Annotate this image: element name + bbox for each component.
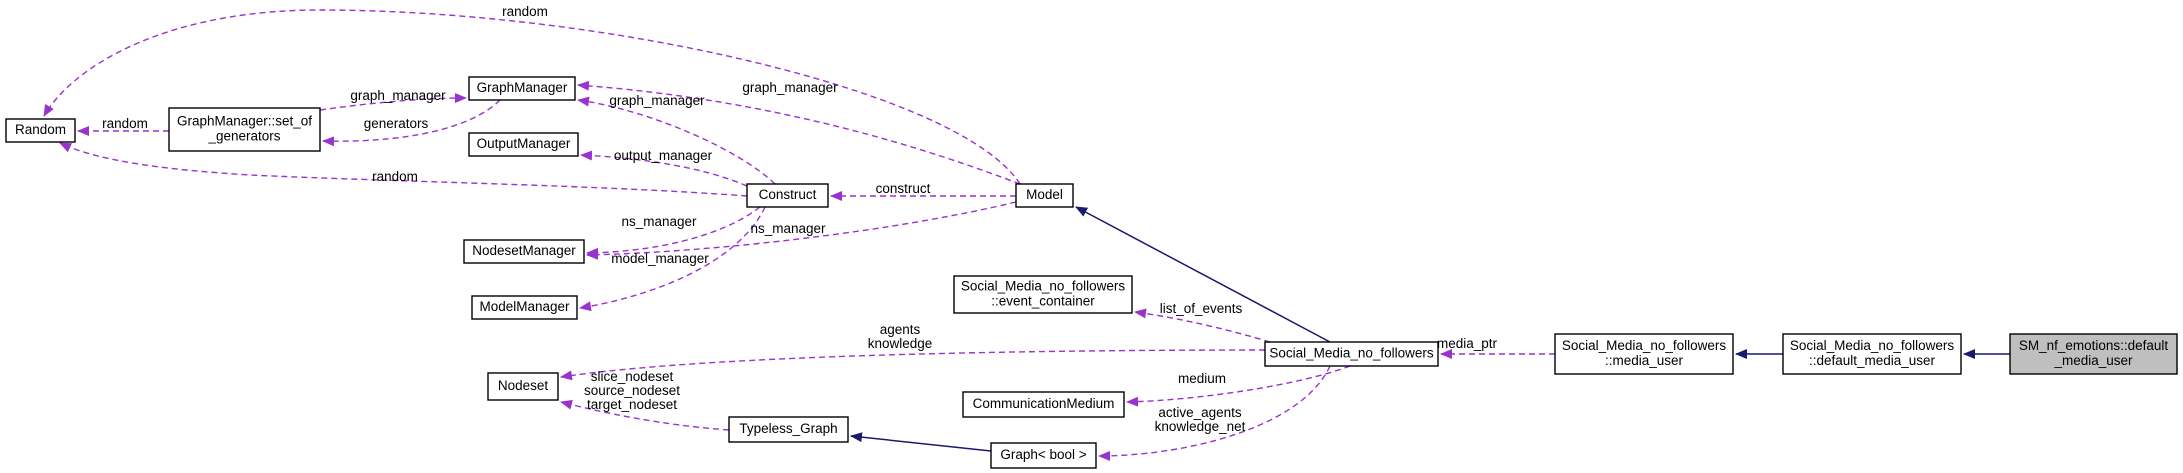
edge-smnf-nodeset (560, 349, 1266, 381)
node-random[interactable]: Random (5, 118, 76, 143)
edge-model-random (43, 9, 1021, 185)
edge-construct-gm (577, 96, 776, 185)
node-label: Random (15, 122, 66, 137)
node-nodeset-manager[interactable]: NodesetManager (463, 239, 585, 264)
node-box (463, 239, 585, 264)
node-label: NodesetManager (472, 243, 576, 258)
node-box (487, 372, 559, 401)
node-label: Construct (759, 187, 817, 202)
node-label: Social_Media_no_followers (1269, 346, 1434, 361)
node-box (962, 391, 1125, 418)
node-label: ::event_container (991, 294, 1095, 309)
node-typeless-graph[interactable]: Typeless_Graph (728, 416, 849, 443)
edge-label-construct-gm: graph_manager (609, 93, 705, 108)
node-label: Graph< bool > (1000, 447, 1086, 462)
node-label: _media_user (2053, 353, 2133, 368)
node-box (728, 416, 849, 443)
edge-label-gmset-gm-generators: generators (364, 116, 429, 131)
node-label: SM_nf_emotions::default (2019, 338, 2169, 353)
edge-construct-nsman (586, 206, 761, 258)
node-nodeset[interactable]: Nodeset (487, 372, 559, 401)
edge-construct-modelman (579, 206, 766, 312)
edge-graphbool-typeless (850, 432, 992, 452)
node-gm-set[interactable]: GraphManager::set_of_generators (168, 107, 321, 152)
edge-label-construct-nsman: ns_manager (621, 214, 697, 229)
edge-label-model-nsman: ns_manager (750, 221, 826, 236)
edge-label-construct-output: output_manager (614, 148, 713, 163)
node-label: CommunicationMedium (973, 396, 1115, 411)
node-label: Social_Media_no_followers (1562, 338, 1727, 353)
edge-label-construct-random: random (372, 169, 418, 184)
node-event-container[interactable]: Social_Media_no_followers::event_contain… (953, 275, 1133, 314)
edge-label-gm-gmset: graph_manager (350, 88, 446, 103)
node-model[interactable]: Model (1015, 183, 1074, 208)
edge-smnf-model (1075, 206, 1331, 343)
node-label: ::default_media_user (1809, 353, 1936, 368)
node-box (746, 183, 829, 208)
edge-typeless-nodeset (560, 399, 730, 431)
node-communication-medium[interactable]: CommunicationMedium (962, 391, 1125, 418)
node-box (468, 76, 576, 101)
node-box (471, 295, 578, 320)
edge-smnf-eventcontainer (1134, 308, 1271, 343)
node-box (5, 118, 76, 143)
edge-label-smnf-eventcontainer: list_of_events (1160, 301, 1243, 316)
node-box (1015, 183, 1074, 208)
edge-smnf-graphbool (1098, 365, 1331, 461)
edge-label-gmset-random: random (102, 116, 148, 131)
edge-smnf-commmedium (1126, 365, 1351, 407)
edge-gm-gmset (319, 93, 467, 111)
node-label: ::media_user (1605, 353, 1684, 368)
edge-label-smnf-commmedium: medium (1178, 371, 1226, 386)
node-box (168, 107, 321, 152)
node-label: GraphManager::set_of (177, 114, 312, 129)
node-smnf[interactable]: Social_Media_no_followers (1264, 341, 1439, 367)
node-label: Typeless_Graph (739, 421, 837, 436)
edge-model-nsman (586, 201, 1017, 260)
node-box (990, 442, 1097, 469)
node-label: Social_Media_no_followers (1790, 338, 1955, 353)
edge-model-gm (577, 80, 1021, 185)
node-box (468, 132, 579, 157)
node-graph-bool[interactable]: Graph< bool > (990, 442, 1097, 469)
node-label: OutputManager (477, 136, 571, 151)
edge-label-construct-modelman: model_manager (611, 251, 709, 266)
node-model-manager[interactable]: ModelManager (471, 295, 578, 320)
node-label: _generators (207, 129, 280, 144)
node-graph-manager[interactable]: GraphManager (468, 76, 576, 101)
node-box (1264, 341, 1439, 367)
edge-label-model-construct: construct (876, 181, 931, 196)
node-box (1554, 333, 1734, 375)
node-label: Nodeset (498, 378, 549, 393)
edge-label-model-gm: graph_manager (742, 80, 838, 95)
node-label: GraphManager (477, 80, 568, 95)
node-label: Social_Media_no_followers (961, 279, 1126, 294)
edge-label-model-random: random (502, 4, 548, 19)
node-construct[interactable]: Construct (746, 183, 829, 208)
node-sm-nf-emotions[interactable]: SM_nf_emotions::default_media_user (2009, 333, 2178, 375)
node-box (953, 275, 1133, 314)
edge-construct-random (59, 142, 748, 197)
node-default-media-user[interactable]: Social_Media_no_followers::default_media… (1782, 333, 1962, 375)
edge-construct-output (580, 150, 748, 187)
edge-label-mediauser-smnf: media_ptr (1437, 336, 1498, 351)
node-box (1782, 333, 1962, 375)
node-output-manager[interactable]: OutputManager (468, 132, 579, 157)
node-media-user[interactable]: Social_Media_no_followers::media_user (1554, 333, 1734, 375)
node-label: ModelManager (479, 299, 570, 314)
node-label: Model (1026, 187, 1063, 202)
node-box (2009, 333, 2178, 375)
